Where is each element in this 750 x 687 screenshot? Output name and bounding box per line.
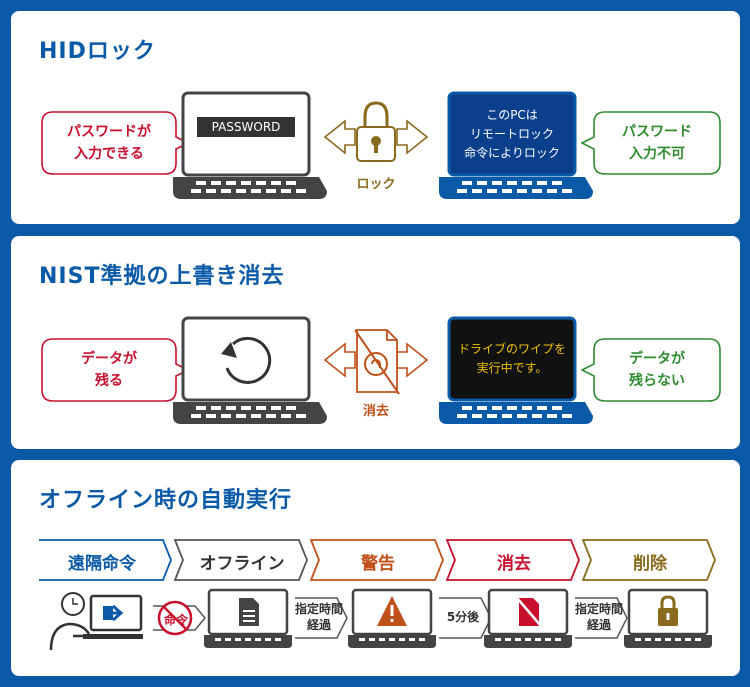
- bubble-shape: [581, 338, 721, 402]
- document-crossed-with-arrows: [323, 329, 429, 395]
- laptop-wiping: [439, 316, 593, 424]
- data-remains-bubble: データが 残る: [41, 338, 191, 402]
- gap-line-2: 経過: [306, 618, 331, 632]
- data-not-remaining-bubble: データが 残らない: [581, 338, 721, 402]
- screen-line-1: このPCは: [486, 107, 538, 122]
- password-not-enterable-bubble: パスワード 入力不可: [581, 111, 721, 175]
- nist-erase-title: NIST準拠の上書き消去: [39, 264, 285, 289]
- nist-erase-panel: NIST準拠の上書き消去 データが 残る 消去: [11, 236, 740, 449]
- password-enterable-bubble: パスワードが 入力できる: [41, 111, 191, 175]
- bubble-line-2: 残る: [95, 373, 123, 389]
- bubble-shape: [41, 111, 190, 175]
- step-warning: 警告: [361, 554, 395, 574]
- laptop-remote-locked: [439, 91, 593, 199]
- laptop-erase: [484, 588, 572, 648]
- gap-line-2: 経過: [586, 618, 611, 632]
- bubble-line-1: パスワードが: [67, 124, 151, 140]
- laptop-file: [204, 588, 292, 648]
- gap-arrow-3: [575, 597, 628, 639]
- screen-line-2: 実行中です。: [476, 361, 548, 375]
- lock-with-arrows: [323, 101, 429, 162]
- password-field-label: PASSWORD: [211, 119, 281, 134]
- five-min-label: 5分後: [446, 610, 480, 624]
- person-at-pc-icon: [49, 592, 143, 651]
- bubble-line-2: 入力できる: [74, 146, 144, 162]
- laptop-refresh: [173, 316, 327, 424]
- screen-line-3: 命令によりロック: [464, 145, 560, 160]
- bubble-shape: [581, 111, 721, 175]
- gap-line-1: 指定時間: [294, 602, 343, 616]
- erase-label: 消去: [362, 404, 389, 419]
- bubble-line-2: 入力不可: [629, 146, 685, 162]
- step-delete: 削除: [633, 554, 667, 574]
- hid-lock-panel: HIDロック パスワードが 入力できる PASSWORD ロック: [11, 11, 740, 224]
- bubble-line-1: パスワード: [622, 124, 692, 140]
- padlock-icon: [658, 595, 678, 626]
- wipe-message: ドライブのワイプを 実行中です。: [452, 320, 572, 398]
- laptop-lock: [624, 588, 712, 648]
- gap-line-1: 指定時間: [574, 602, 623, 616]
- refresh-icon: [221, 336, 272, 384]
- offline-auto-panel: オフライン時の自動実行 遠隔命令 オフライン 警告 消去 削除 命令: [11, 460, 740, 676]
- time-elapsed-label-1: 指定時間 経過: [289, 601, 349, 633]
- file-icon: [239, 598, 259, 626]
- blocked-command-icon: [153, 600, 206, 636]
- warning-icon: [377, 596, 407, 626]
- laptop-warning: [348, 588, 436, 648]
- step-erase: 消去: [497, 554, 531, 574]
- hid-lock-title: HIDロック: [39, 39, 156, 64]
- laptop-password: [173, 91, 327, 199]
- offline-auto-title: オフライン時の自動実行: [39, 488, 293, 513]
- bubble-line-1: データが: [81, 351, 137, 367]
- bubble-line-2: 残らない: [629, 373, 685, 389]
- gap-arrow-1: [295, 597, 348, 639]
- lock-label: ロック: [356, 177, 396, 192]
- time-elapsed-label-2: 指定時間 経過: [569, 601, 629, 633]
- step-remote-command: 遠隔命令: [68, 554, 136, 574]
- screen-line-2: リモートロック: [469, 126, 554, 141]
- step-offline: オフライン: [199, 554, 285, 574]
- bubble-shape: [41, 338, 190, 402]
- screen-line-1: ドライブのワイプを: [457, 342, 566, 356]
- bubble-line-1: データが: [629, 351, 685, 367]
- step-chevrons: [39, 539, 716, 581]
- delete-file-icon: [516, 597, 542, 627]
- remote-lock-message: このPCは リモートロック 命令によりロック: [452, 95, 572, 173]
- blocked-command-label: 命令: [163, 613, 188, 627]
